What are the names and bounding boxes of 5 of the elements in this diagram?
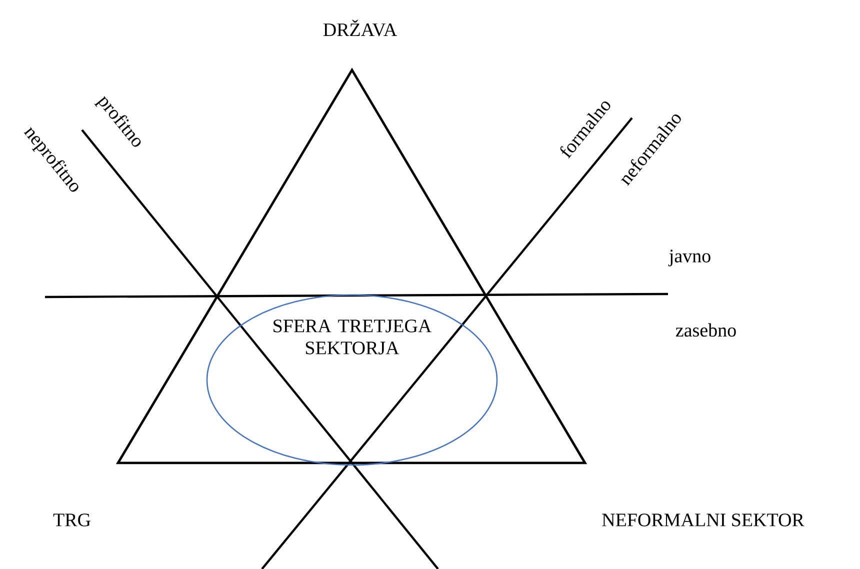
axis-label: javno <box>668 250 710 266</box>
axis-label: zasebno <box>676 323 736 337</box>
axis-label: TRG <box>53 514 90 526</box>
axis-label: DRŽAVA <box>323 20 397 36</box>
axis-label: NEFORMALNI SEKTOR <box>602 514 804 526</box>
